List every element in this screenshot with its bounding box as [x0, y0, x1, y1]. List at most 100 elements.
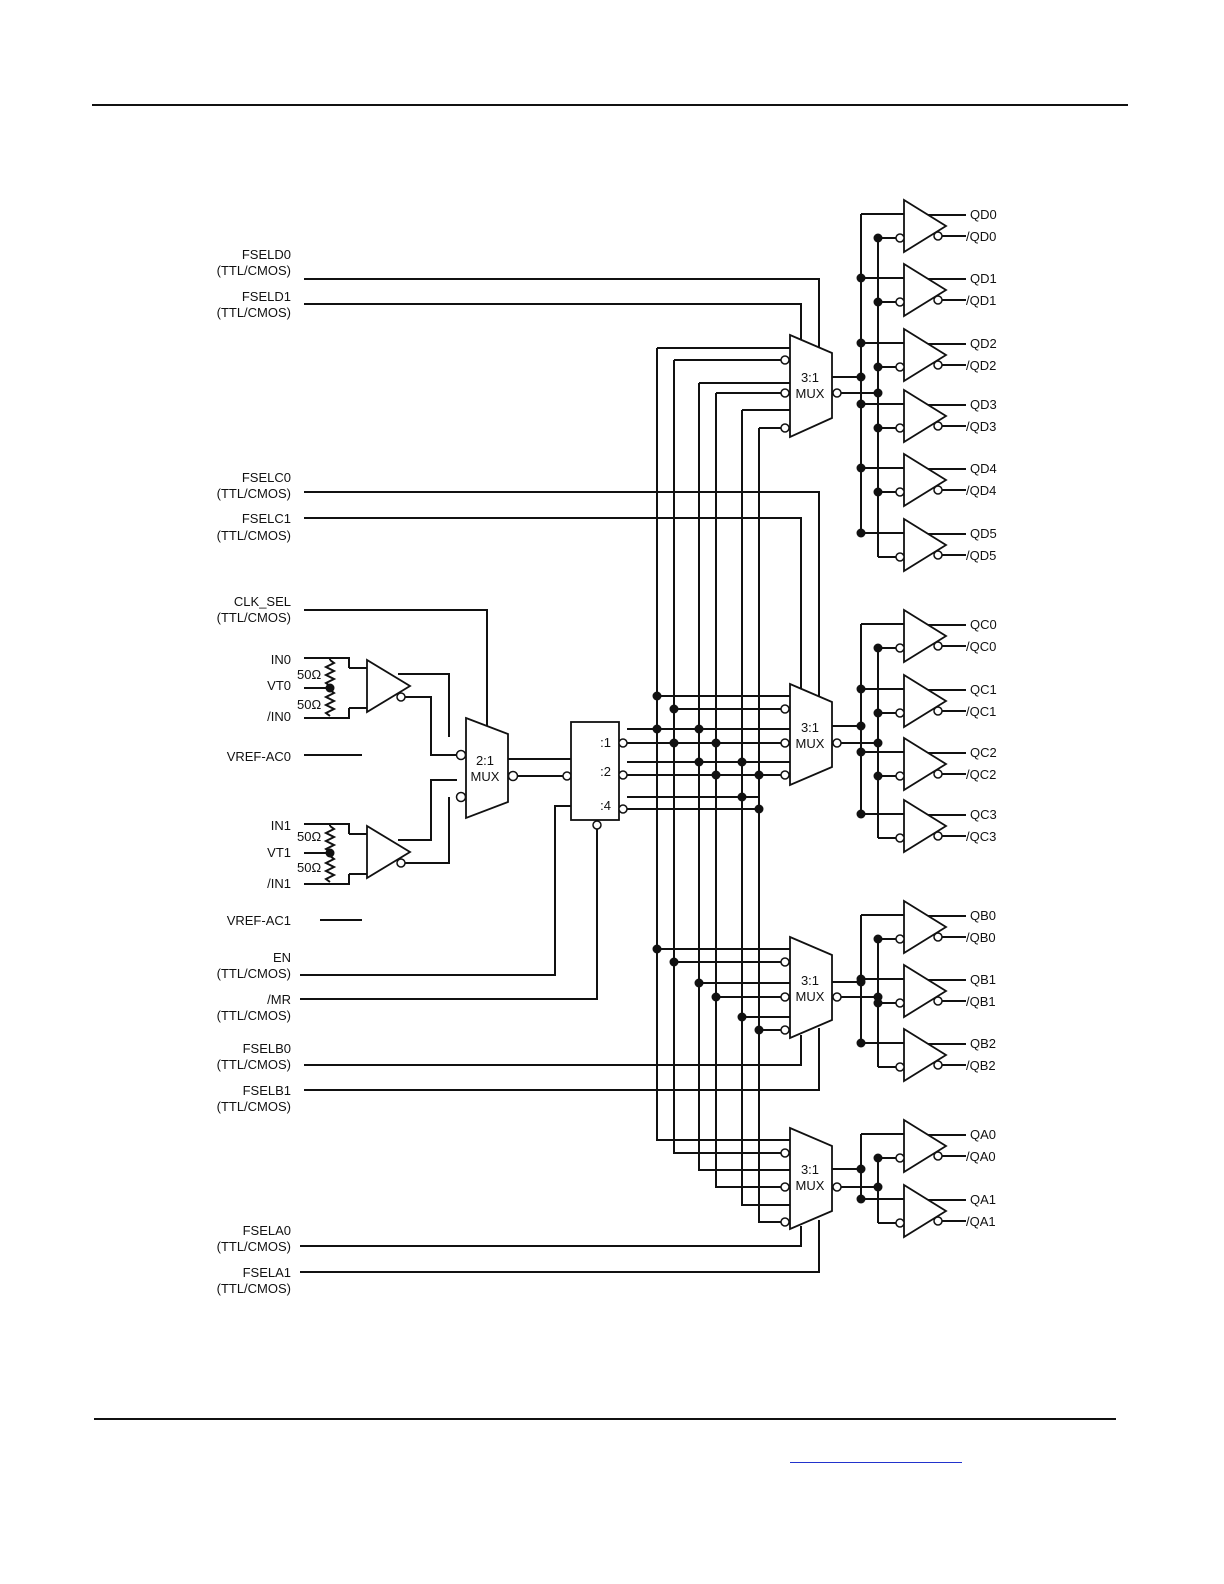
div2-out-bubble	[618, 770, 628, 780]
junction-complement-tap	[873, 998, 883, 1008]
label-vt0: VT0	[267, 678, 291, 693]
output-buffer	[903, 1027, 948, 1083]
mux-b-body	[789, 935, 833, 1040]
buffer-in-bubble	[895, 833, 905, 843]
bus-mux-b-in	[657, 948, 790, 1031]
output-label-true: QD2	[970, 336, 997, 351]
buffer-out-bubble	[933, 1151, 943, 1161]
output-buffer	[903, 963, 948, 1019]
input-labels: FSELD0 (TTL/CMOS) FSELD1 (TTL/CMOS) FSEL…	[217, 247, 291, 1296]
buffer-out-bubble	[933, 550, 943, 560]
mux-d-out	[832, 376, 878, 394]
output-label-true: QD3	[970, 397, 997, 412]
divider-d1: :1	[600, 735, 611, 750]
output-buffer	[903, 1183, 948, 1239]
junction-true-tap	[856, 747, 866, 757]
label-fselc0-type: (TTL/CMOS)	[217, 486, 291, 501]
bus-v5	[741, 410, 790, 1206]
buffer-out-bubble	[933, 641, 943, 651]
junction-complement-tap	[873, 487, 883, 497]
mux-a-out	[832, 1168, 878, 1188]
junction-complement-tap	[873, 771, 883, 781]
div4-out-bubble	[618, 804, 628, 814]
output-label-complement: /QD4	[966, 483, 996, 498]
output-buffer	[903, 388, 948, 444]
wire-buf0-in	[349, 667, 367, 709]
label-fsela0: FSELA0	[243, 1223, 291, 1238]
label-fselc1-type: (TTL/CMOS)	[217, 528, 291, 543]
output-buffer	[903, 262, 948, 318]
label-vt1: VT1	[267, 845, 291, 860]
label-vref-ac0: VREF-AC0	[227, 749, 291, 764]
mux-c-ratio: 3:1	[801, 720, 819, 735]
buffer-out-bubble	[933, 295, 943, 305]
res-label-1a: 50Ω	[297, 829, 321, 844]
label-fselb0: FSELB0	[243, 1041, 291, 1056]
junction-complement-tap	[873, 423, 883, 433]
label-en-type: (TTL/CMOS)	[217, 966, 291, 981]
junction-true	[856, 721, 866, 731]
buffer-in-bubble	[895, 643, 905, 653]
junction-true-tap	[856, 399, 866, 409]
buffer-out-bubble	[933, 421, 943, 431]
wire-fseld0	[304, 278, 820, 348]
label-fseld0-type: (TTL/CMOS)	[217, 263, 291, 278]
buffer-in-bubble	[895, 1218, 905, 1228]
junction-complement-tap	[873, 297, 883, 307]
buffer-in-bubble	[895, 1062, 905, 1072]
footer-link[interactable]	[790, 1462, 962, 1463]
label-fselb1: FSELB1	[243, 1083, 291, 1098]
div1-out-bubble	[618, 738, 628, 748]
label-nin0: /IN0	[267, 709, 291, 724]
output-buffer	[903, 452, 948, 508]
buffer-out-bubble	[933, 932, 943, 942]
junction-complement	[873, 1182, 883, 1192]
buffer-in-bubble	[895, 297, 905, 307]
res-label-0b: 50Ω	[297, 697, 321, 712]
junction-true	[856, 372, 866, 382]
mux-3to1-d: 3:1 MUX	[780, 333, 878, 439]
output-buffer	[903, 736, 948, 792]
label-mr: /MR	[267, 992, 291, 1007]
mux-b-label: MUX	[796, 989, 825, 1004]
output-bank-d: QD0/QD0QD1/QD1QD2/QD2QD3/QD3QD4/QD4QD5/Q…	[856, 198, 997, 573]
junction-complement-tap	[873, 233, 883, 243]
wire-fselc0	[304, 491, 820, 696]
divider-d4: :4	[600, 798, 611, 813]
mux2-in1-bubble	[455, 791, 467, 803]
junction-true-tap	[856, 528, 866, 538]
wire-mr	[300, 825, 598, 1000]
bus-junctions	[652, 691, 764, 1035]
buffer-in-bubble	[895, 771, 905, 781]
bus-horizontal	[627, 728, 760, 810]
junction-true-tap	[856, 273, 866, 283]
mux-d-ratio: 3:1	[801, 370, 819, 385]
output-label-complement: /QC2	[966, 767, 996, 782]
mux-d-label: MUX	[796, 386, 825, 401]
mux2-out-bubble	[507, 770, 519, 782]
output-buffer	[903, 899, 948, 955]
output-label-true: QC1	[970, 682, 997, 697]
input-stage-1: 50Ω 50Ω	[297, 779, 457, 885]
junction-complement	[873, 738, 883, 748]
junction-complement-tap	[873, 708, 883, 718]
buffer-in-bubble	[895, 362, 905, 372]
mux-d-body	[789, 333, 833, 439]
divider-mr-bubble	[592, 820, 602, 830]
output-label-true: QD5	[970, 526, 997, 541]
output-buffer	[903, 517, 948, 573]
mux-b-ratio: 3:1	[801, 973, 819, 988]
mux-c-out	[832, 725, 878, 744]
junction-true-tap	[856, 809, 866, 819]
junction-true-tap	[856, 1194, 866, 1204]
mux2-in0-bubble	[455, 749, 467, 761]
bus-mux-d-in	[657, 347, 790, 429]
output-label-complement: /QD1	[966, 293, 996, 308]
bus-v4	[715, 393, 790, 1188]
output-label-true: QB0	[970, 908, 996, 923]
output-label-complement: /QB1	[966, 994, 996, 1009]
input-buffer-1-bubble	[396, 858, 406, 868]
junction-true-tap	[856, 974, 866, 984]
wire-fsela1	[300, 1220, 820, 1273]
